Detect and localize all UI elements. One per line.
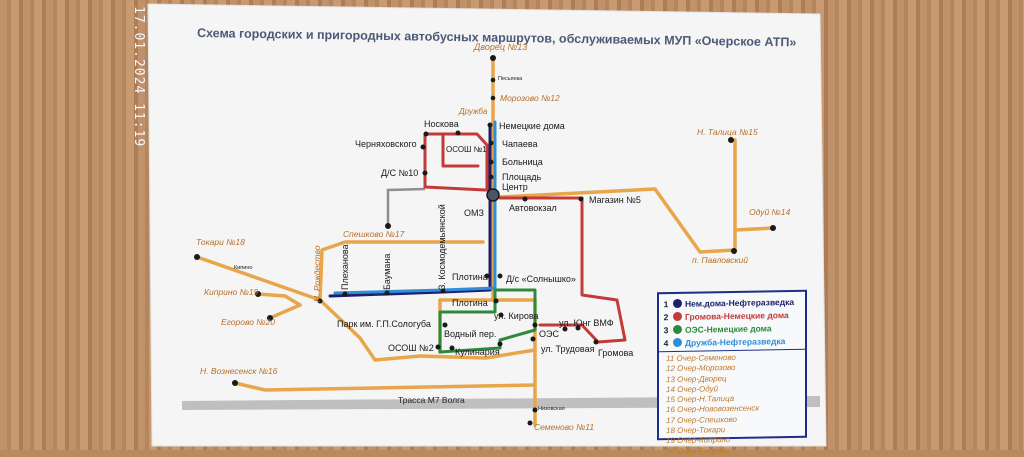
label-cherniakhovskogo: Черняховского — [355, 139, 417, 149]
label-speshkovo17: Спешково №17 — [343, 229, 405, 239]
legend-route-name: ОЭС-Немецкие дома — [685, 322, 772, 335]
label-nizovskaya: Низовская — [538, 406, 565, 412]
label-z-kosmodemyanskoy: З. Космодемьянской — [437, 204, 447, 290]
label-kipino: Кипино — [234, 265, 252, 271]
legend-route-name: Громова-Немецкие дома — [685, 309, 789, 322]
label-ds-solnyshko: Д/с «Солнышко» — [506, 274, 576, 284]
label-p-pavlovsky: п. Павловский — [692, 255, 748, 265]
legend-routes: 1 Нем.дома-Нефтеразведка 2 Громова-Немецкие… — [659, 292, 805, 350]
label-kiprino19: Киприно №19 — [204, 287, 259, 297]
label-ul-yung: ул. Юнг ВМФ — [559, 318, 614, 328]
suburban-route-east — [498, 138, 737, 254]
legend-route-number: 4 — [663, 337, 669, 348]
center-hub — [486, 188, 500, 202]
route-spur-gray — [386, 187, 426, 226]
legend-color-dot — [673, 324, 682, 335]
label-kulinaria: Кулинария — [455, 347, 500, 357]
label-bolnitsa: Больница — [502, 157, 543, 167]
label-n-talitsa15: Н. Талица №15 — [697, 127, 758, 137]
label-plekhanova: Плеханова — [340, 244, 350, 290]
label-dvorets13: Дворец №13 — [473, 42, 527, 52]
label-plotina2: Плотина — [452, 298, 488, 308]
legend-route-number: 1 — [663, 298, 669, 309]
label-ploshchad: Площадь — [502, 172, 541, 182]
legend-suburban-item: 20 Очер-Егорово — [666, 445, 731, 456]
label-avtovokzal: Автовокзал — [509, 203, 557, 213]
legend-color-dot — [673, 337, 682, 348]
label-nemetskie: Немецкие дома — [499, 121, 565, 131]
label-druzhba: Дружба — [458, 107, 488, 116]
route-3-green — [438, 288, 537, 354]
label-omz: ОМЗ — [464, 208, 484, 218]
label-vodny: Водный пер. — [444, 329, 496, 339]
label-baumana: Баумана — [382, 254, 392, 290]
label-gromova: Громова — [598, 348, 633, 358]
label-trassa: Трасса М7 Волга — [398, 395, 465, 405]
label-morozovo12: Морозово №12 — [500, 93, 560, 103]
label-ul-trudovaya: ул. Трудовая — [541, 344, 595, 354]
photo-timestamp: 17.01.2024 11:19 — [131, 6, 146, 148]
label-n-voznesensk16: Н. Вознесенск №16 — [200, 366, 278, 376]
label-noskova: Носкова — [424, 119, 459, 129]
legend-color-dot — [673, 311, 682, 322]
label-chapaeva: Чапаева — [502, 139, 538, 149]
label-oduy14: Одуй №14 — [749, 207, 790, 217]
label-plotina1: Плотина — [452, 272, 488, 282]
legend-route-number: 2 — [663, 311, 669, 322]
label-semenovo11: Семеново №11 — [534, 422, 594, 432]
label-pesyanka: Песьянка — [498, 76, 523, 82]
route-legend: 1 Нем.дома-Нефтеразведка 2 Громова-Немецкие… — [657, 289, 807, 456]
label-magazin5: Магазин №5 — [589, 195, 641, 205]
suburban-route-spur — [318, 240, 485, 302]
suburban-route-egorovo — [268, 303, 302, 320]
legend-route-row: 4 Дружба-Нефтеразведка — [659, 334, 805, 350]
label-ososh2: ОСОШ №2 — [388, 343, 434, 353]
label-ul-kirova: ул. Кирова — [494, 311, 539, 321]
legend-route-name: Нем.дома-Нефтеразведка — [685, 296, 795, 309]
route-red-inner — [441, 133, 480, 168]
route-2-red — [423, 132, 627, 344]
legend-route-number: 3 — [663, 324, 669, 335]
label-ososh1: ОСОШ №1 — [446, 145, 487, 154]
legend-route-name: Дружба-Нефтеразведка — [685, 335, 786, 348]
label-park: Парк им. Г.П.Сологуба — [337, 319, 431, 329]
label-egorovo20: Егорово №20 — [221, 317, 275, 327]
suburban-route-voznesensk — [233, 381, 537, 392]
label-ds10: Д/С №10 — [381, 168, 418, 178]
suburban-route-oduy — [733, 226, 776, 232]
label-n-rozhdestvo: Н. Рождество — [312, 245, 322, 302]
paper-sheet — [147, 3, 827, 447]
label-tokari18: Токари №18 — [196, 237, 245, 247]
legend-color-dot — [673, 298, 682, 309]
suburban-route-kiprino — [256, 292, 302, 307]
label-oes: ОЭС — [539, 329, 559, 339]
label-tsentr: Центр — [502, 182, 528, 192]
